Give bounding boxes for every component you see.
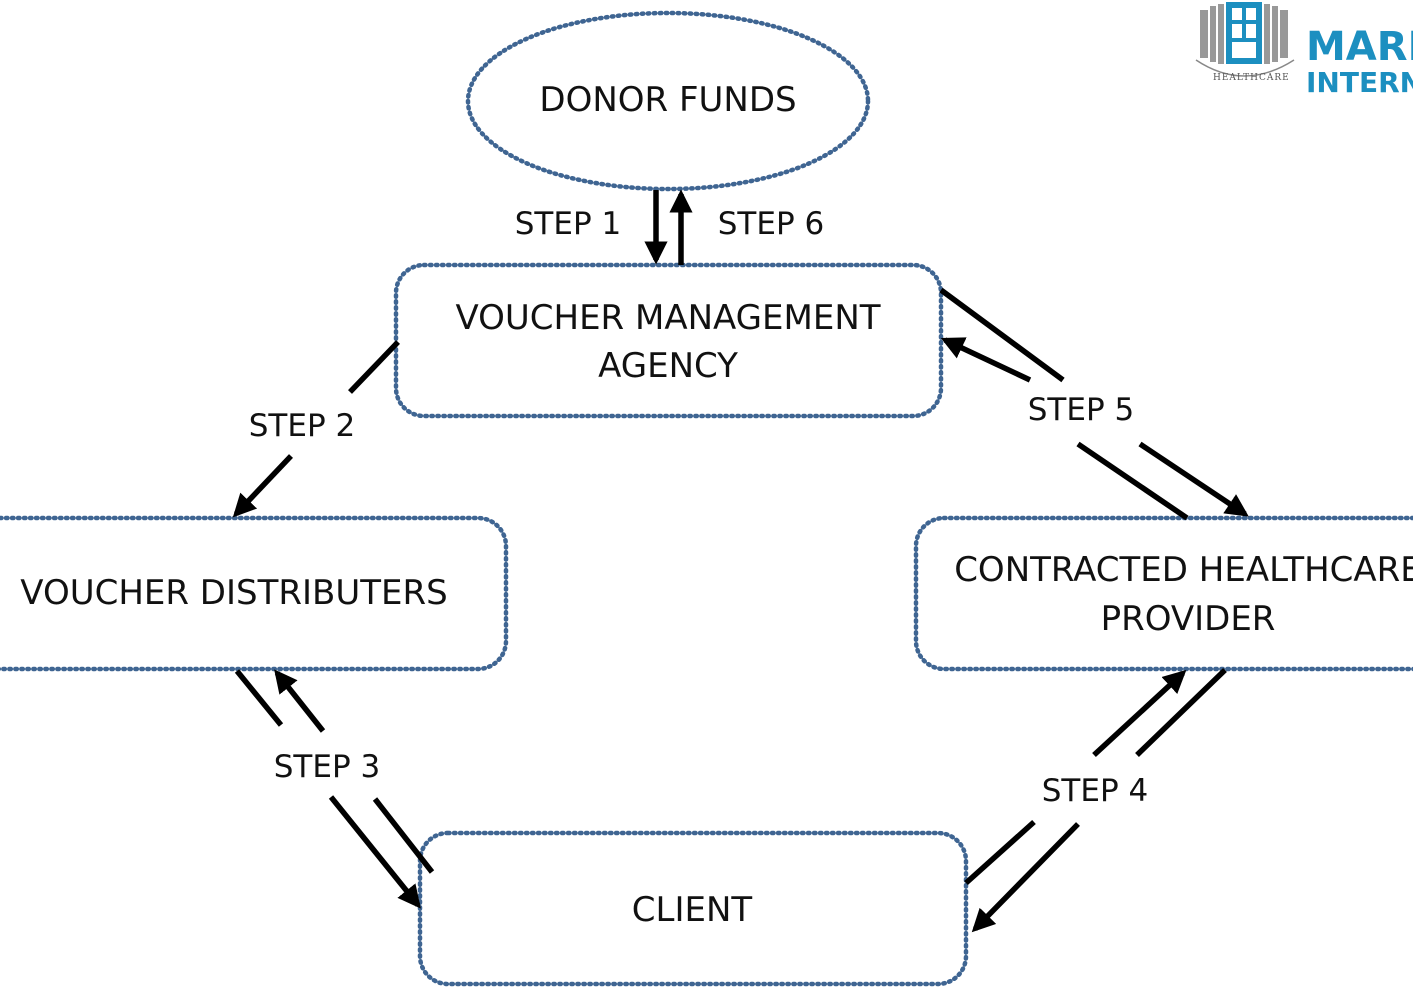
arrow-step4-left-bottom: [964, 819, 1036, 886]
provider-box: [913, 515, 1413, 672]
arrow-step3-right-bottom: [372, 797, 435, 874]
step3-label: STEP 3: [274, 749, 380, 785]
arrow-step4-right-bottom: [971, 822, 1080, 933]
client-label: CLIENT: [632, 890, 753, 930]
logo-arc-text: HEALTHCARE: [1213, 73, 1290, 83]
marie-stopes-logo: HEALTHCARE MARIE INTERN: [1195, 2, 1413, 99]
logo-name-line1: MARIE: [1306, 24, 1413, 70]
node-contracted-healthcare-provider: CONTRACTED HEALTHCARE PROVIDER: [913, 515, 1413, 672]
arrow-step5-lower-left: [1076, 441, 1189, 521]
arrow-step5-lower-right: [1138, 441, 1249, 517]
step2-label: STEP 2: [249, 408, 355, 444]
node-client: CLIENT: [417, 830, 969, 987]
node-voucher-management-agency: VOUCHER MANAGEMENT AGENCY: [393, 262, 944, 419]
arrow-step4-left-top: [1092, 669, 1187, 758]
node-voucher-distributers: VOUCHER DISTRIBUTERS: [0, 515, 509, 672]
provider-label-line2: PROVIDER: [1101, 599, 1276, 639]
step5-label: STEP 5: [1028, 392, 1134, 428]
step1-label: STEP 1: [515, 206, 621, 242]
arrow-step4-right-top: [1135, 668, 1227, 757]
provider-label-line1: CONTRACTED HEALTHCARE: [954, 550, 1413, 590]
agency-label-line1: VOUCHER MANAGEMENT: [455, 298, 880, 338]
donor-funds-label: DONOR FUNDS: [539, 80, 796, 120]
arrow-step5-upper-right: [939, 287, 1065, 383]
arrow-step3-left-top: [234, 669, 284, 727]
logo-name-line2: INTERN: [1306, 66, 1413, 99]
agency-box: [393, 262, 944, 419]
step4-label: STEP 4: [1042, 773, 1148, 809]
agency-label-line2: AGENCY: [598, 346, 738, 386]
arrow-step3-right-top: [274, 669, 326, 733]
distributers-box: [0, 515, 509, 672]
arrow-step2-segment-bottom: [232, 454, 293, 518]
arrow-step3-left-bottom: [328, 795, 421, 909]
arrow-step2-segment-top: [348, 340, 400, 394]
node-donor-funds: DONOR FUNDS: [465, 10, 871, 192]
donor-funds-ellipse: [465, 10, 871, 192]
arrow-step5-upper-left: [940, 337, 1032, 383]
step6-label: STEP 6: [718, 206, 824, 242]
door-icon: [1195, 2, 1295, 77]
distributers-label: VOUCHER DISTRIBUTERS: [20, 573, 447, 613]
